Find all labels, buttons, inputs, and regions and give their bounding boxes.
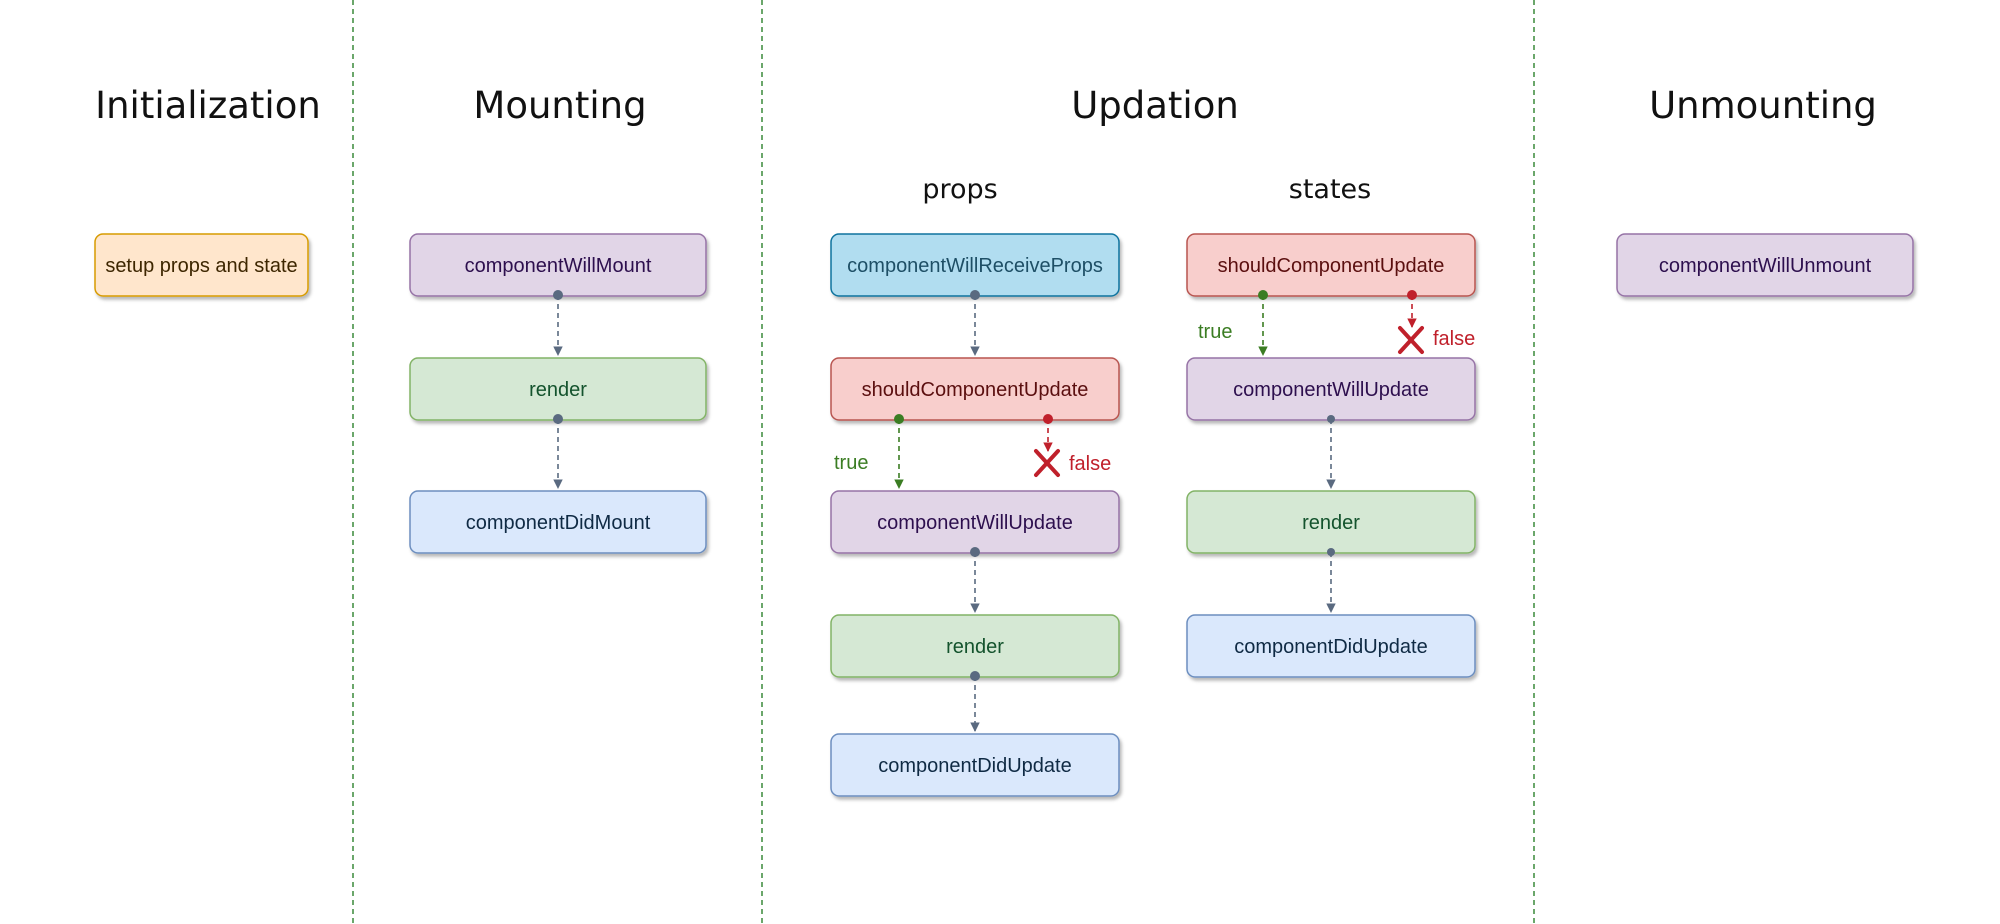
branch-label-false: false (1433, 328, 1475, 350)
node-label: setup props and state (105, 255, 297, 277)
node-label: componentWillMount (465, 255, 652, 277)
false-cross-icon (1398, 326, 1424, 354)
connector-props-should-true (894, 414, 904, 489)
node-label: render (1302, 512, 1360, 534)
node-label: shouldComponentUpdate (1218, 255, 1445, 277)
node-label: componentWillUpdate (1233, 379, 1429, 401)
node-props-should-component-update: shouldComponentUpdate (830, 357, 1120, 421)
subphase-title-states: states (1289, 174, 1371, 205)
node-component-will-receive-props: componentWillReceiveProps (830, 233, 1120, 297)
node-label: componentDidUpdate (878, 755, 1071, 777)
connector-states-should-true (1258, 290, 1268, 356)
node-label: componentDidMount (466, 512, 651, 534)
connector-props-will-update-to-render (970, 547, 980, 613)
connector-props-receive-to-should (970, 290, 980, 356)
phase-title-unmounting: Unmounting (1649, 84, 1877, 127)
node-component-will-mount: componentWillMount (409, 233, 707, 297)
connector-states-should-false (1407, 290, 1417, 328)
node-label: componentWillUnmount (1659, 255, 1872, 277)
connector-props-render-to-did-update (970, 671, 980, 732)
branch-label-false: false (1069, 453, 1111, 475)
node-label: shouldComponentUpdate (862, 379, 1089, 401)
node-props-render: render (830, 614, 1120, 678)
node-component-will-unmount: componentWillUnmount (1616, 233, 1914, 297)
phase-title-initialization: Initialization (95, 84, 321, 127)
false-cross-icon (1034, 449, 1060, 477)
connector-states-render-to-did-update (1326, 548, 1336, 613)
node-label: componentWillReceiveProps (847, 255, 1103, 277)
node-states-component-did-update: componentDidUpdate (1186, 614, 1476, 678)
connector-mount-render-to-did (553, 414, 563, 489)
node-label: render (946, 636, 1004, 658)
node-states-render: render (1186, 490, 1476, 554)
connector-states-will-update-to-render (1326, 415, 1336, 489)
node-props-component-did-update: componentDidUpdate (830, 733, 1120, 797)
connector-mount-will-to-render (553, 290, 563, 356)
branch-label-true: true (1198, 321, 1232, 343)
phase-title-updation: Updation (1071, 84, 1239, 127)
node-label: componentWillUpdate (877, 512, 1073, 534)
node-label: componentDidUpdate (1234, 636, 1427, 658)
node-states-should-component-update: shouldComponentUpdate (1186, 233, 1476, 297)
node-states-component-will-update: componentWillUpdate (1186, 357, 1476, 421)
connector-props-should-false (1043, 414, 1053, 452)
node-props-component-will-update: componentWillUpdate (830, 490, 1120, 554)
subphase-title-props: props (922, 174, 997, 205)
node-mount-render: render (409, 357, 707, 421)
node-setup-props-and-state: setup props and state (94, 233, 309, 297)
branch-label-true: true (834, 452, 868, 474)
node-label: render (529, 379, 587, 401)
node-component-did-mount: componentDidMount (409, 490, 707, 554)
phase-title-mounting: Mounting (473, 84, 646, 127)
